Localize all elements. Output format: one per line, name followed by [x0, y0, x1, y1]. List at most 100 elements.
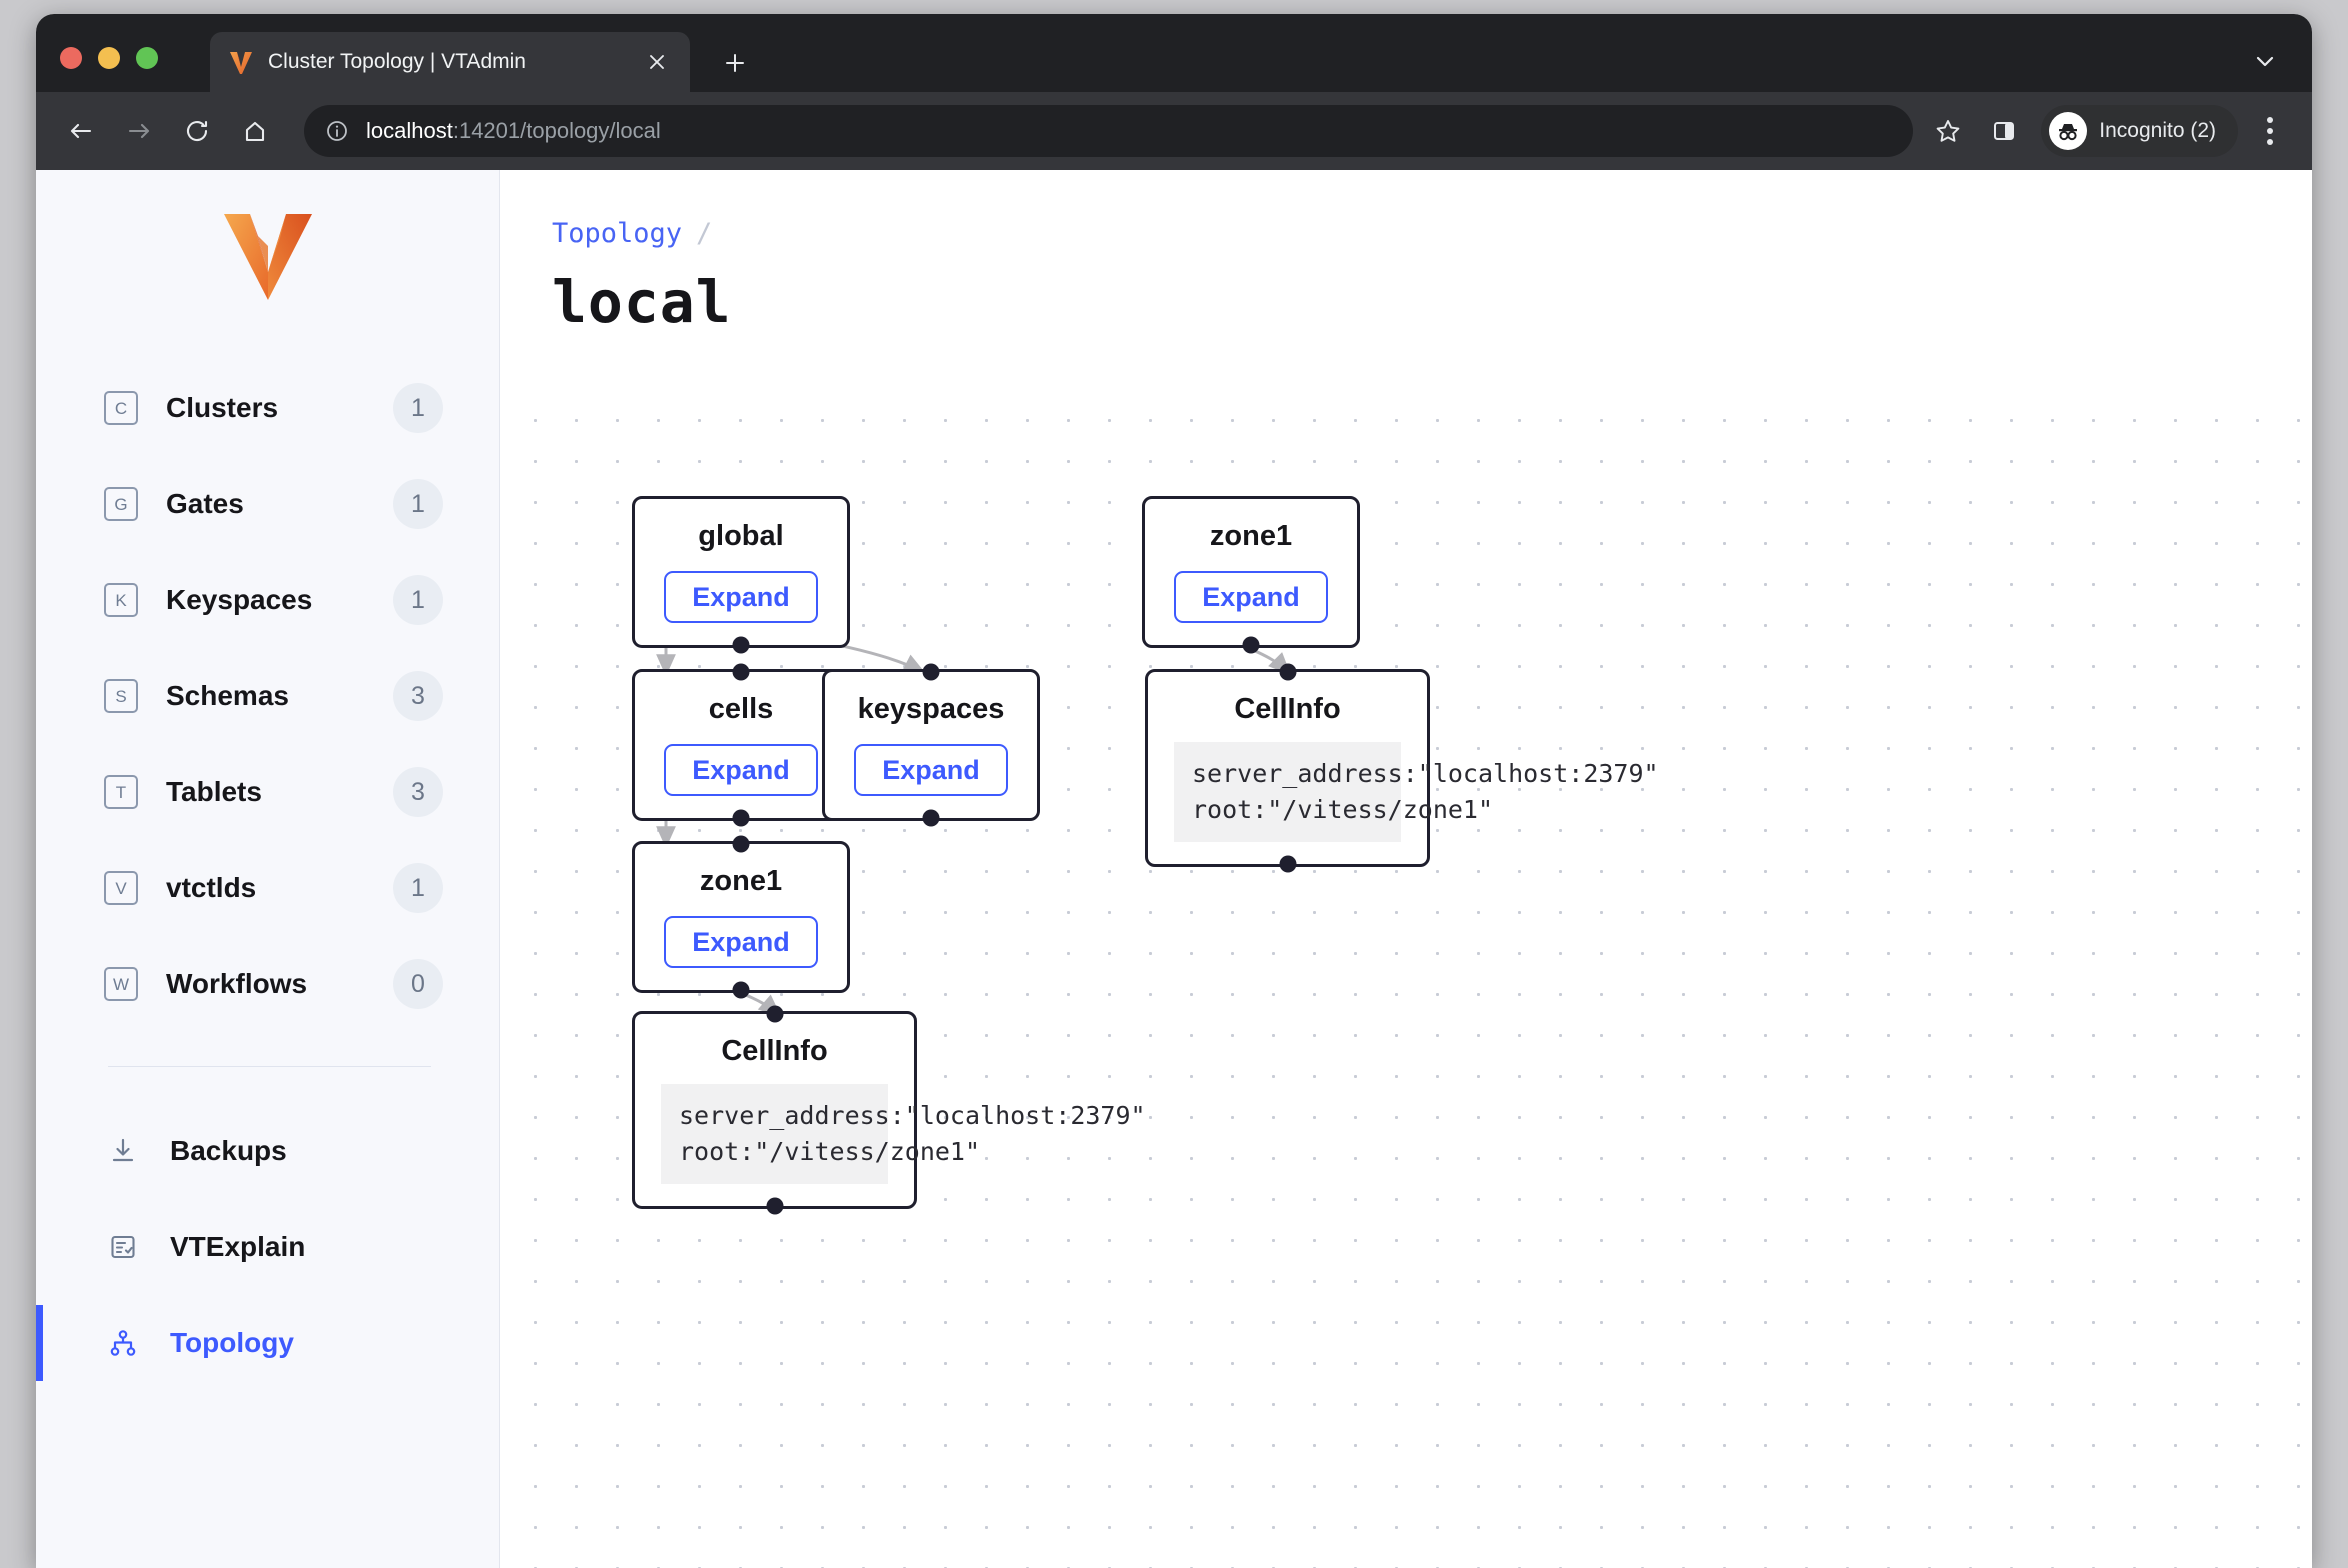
browser-tab-strip: Cluster Topology | VTAdmin: [36, 14, 2312, 92]
sidebar-item-workflows[interactable]: W Workflows 0: [36, 936, 499, 1032]
sidebar-item-topology[interactable]: Topology: [36, 1295, 499, 1391]
kebab-menu-icon[interactable]: [2250, 108, 2290, 154]
expand-button[interactable]: Expand: [664, 915, 818, 969]
star-icon[interactable]: [1925, 108, 1971, 154]
graph-node-global[interactable]: global Expand: [632, 496, 850, 654]
letter-w-icon: W: [104, 967, 138, 1001]
graph-node-code: server_address:"localhost:2379" root:"/v…: [661, 1083, 1146, 1185]
plus-icon[interactable]: [716, 44, 754, 82]
graph-node-title: CellInfo: [1234, 693, 1341, 725]
list-check-icon: [104, 1228, 142, 1266]
sidebar-item-label: Tablets: [166, 776, 262, 807]
graph-node-cellinfo-right[interactable]: CellInfo server_address:"localhost:2379"…: [1145, 663, 1659, 873]
graph-node-title: keyspaces: [857, 693, 1005, 725]
node-handle-top[interactable]: [732, 835, 750, 853]
kebab-dot: [2267, 128, 2273, 134]
vitess-v-icon: [226, 47, 256, 77]
graph-node-title: global: [698, 520, 784, 552]
node-handle-bottom[interactable]: [732, 809, 750, 827]
graph-node-title: cells: [708, 693, 774, 725]
kebab-dot: [2267, 139, 2273, 145]
letter-g-icon: G: [104, 487, 138, 521]
sidebar-primary-nav: C Clusters 1 G Gates 1 K Keyspaces 1 S S…: [36, 360, 499, 1032]
info-circle-icon[interactable]: [324, 118, 350, 144]
graph-node-cellinfo-bottom[interactable]: CellInfo server_address:"localhost:2379"…: [632, 1005, 1146, 1215]
sidebar-item-label: Gates: [166, 488, 244, 519]
expand-button[interactable]: Expand: [664, 570, 818, 624]
profile-chip[interactable]: Incognito (2): [2041, 105, 2238, 157]
graph-node-zone1-mid[interactable]: zone1 Expand: [632, 835, 850, 999]
url-path: :14201/topology/local: [452, 118, 661, 143]
expand-button[interactable]: Expand: [854, 743, 1008, 797]
expand-button[interactable]: Expand: [664, 743, 818, 797]
node-handle-top[interactable]: [766, 1005, 783, 1023]
graph-node-title: zone1: [1209, 520, 1293, 552]
graph-node-cells[interactable]: cells Expand: [632, 663, 850, 827]
address-bar[interactable]: localhost:14201/topology/local: [304, 105, 1914, 157]
close-icon[interactable]: [640, 45, 674, 79]
letter-v-icon: V: [104, 871, 138, 905]
main-content: Topology / local: [500, 170, 2312, 1568]
browser-tab-title: Cluster Topology | VTAdmin: [268, 50, 526, 73]
node-handle-bottom[interactable]: [732, 636, 750, 654]
sidebar-item-label: Clusters: [166, 392, 279, 423]
sidebar-item-vtexplain[interactable]: VTExplain: [36, 1199, 499, 1295]
window-close-button[interactable]: [60, 47, 82, 69]
kebab-dot: [2267, 117, 2273, 123]
sidebar-item-clusters[interactable]: C Clusters 1: [36, 360, 499, 456]
home-icon[interactable]: [232, 108, 278, 154]
topology-graph-canvas[interactable]: global Expand zone1 Expand cells Expand: [500, 390, 2312, 1568]
breadcrumb-separator: /: [696, 218, 713, 249]
expand-button[interactable]: Expand: [1174, 570, 1328, 624]
graph-node-keyspaces[interactable]: keyspaces Expand: [822, 663, 1040, 827]
node-handle-bottom[interactable]: [922, 809, 940, 827]
sidebar-item-vtctlds[interactable]: V vtctlds 1: [36, 840, 499, 936]
graph-node-zone1-top[interactable]: zone1 Expand: [1142, 496, 1360, 654]
chevron-down-icon[interactable]: [2248, 44, 2282, 78]
sidebar-item-tablets[interactable]: T Tablets 3: [36, 744, 499, 840]
letter-c-icon: C: [104, 391, 138, 425]
browser-toolbar: localhost:14201/topology/local: [36, 92, 2312, 170]
sidebar-item-label: Keyspaces: [166, 584, 313, 615]
graph-node-title: zone1: [699, 865, 783, 897]
sidebar-item-keyspaces[interactable]: K Keyspaces 1: [36, 552, 499, 648]
node-handle-top[interactable]: [732, 663, 750, 681]
browser-window: Cluster Topology | VTAdmin: [36, 14, 2312, 1568]
vitess-logo-icon[interactable]: [36, 204, 499, 308]
node-handle-bottom[interactable]: [1242, 636, 1260, 654]
node-handle-top[interactable]: [1279, 663, 1296, 681]
node-handle-bottom[interactable]: [766, 1197, 783, 1215]
sidebar-item-badge: 3: [393, 671, 443, 721]
sidebar-item-label: Schemas: [166, 680, 289, 711]
sidebar-item-schemas[interactable]: S Schemas 3: [36, 648, 499, 744]
graph-node-title: CellInfo: [721, 1035, 828, 1067]
sidebar-divider: [108, 1066, 431, 1067]
sidebar-item-label: VTExplain: [170, 1231, 306, 1262]
node-handle-bottom[interactable]: [1279, 855, 1296, 873]
sidebar: C Clusters 1 G Gates 1 K Keyspaces 1 S S…: [36, 170, 500, 1568]
side-panel-icon[interactable]: [1981, 108, 2027, 154]
sidebar-item-badge: 1: [393, 575, 443, 625]
reload-icon[interactable]: [174, 108, 220, 154]
node-handle-top[interactable]: [922, 663, 940, 681]
breadcrumb-link-topology[interactable]: Topology: [552, 218, 683, 249]
window-minimize-button[interactable]: [98, 47, 120, 69]
node-handle-bottom[interactable]: [732, 981, 750, 999]
sidebar-item-gates[interactable]: G Gates 1: [36, 456, 499, 552]
sidebar-item-badge: 0: [393, 959, 443, 1009]
letter-s-icon: S: [104, 679, 138, 713]
address-bar-url: localhost:14201/topology/local: [366, 118, 661, 144]
page-title: local: [552, 268, 732, 336]
sidebar-item-badge: 1: [393, 479, 443, 529]
window-maximize-button[interactable]: [136, 47, 158, 69]
sidebar-secondary-nav: Backups VTExplain: [36, 1103, 499, 1391]
sidebar-item-backups[interactable]: Backups: [36, 1103, 499, 1199]
sidebar-item-label: vtctlds: [166, 872, 257, 903]
breadcrumb: Topology /: [552, 218, 712, 249]
sidebar-item-badge: 1: [393, 383, 443, 433]
graph-node-code: server_address:"localhost:2379" root:"/v…: [1174, 741, 1659, 843]
back-arrow-icon[interactable]: [58, 108, 104, 154]
browser-tab[interactable]: Cluster Topology | VTAdmin: [210, 32, 690, 92]
incognito-avatar-icon: [2049, 112, 2088, 150]
forward-arrow-icon[interactable]: [116, 108, 162, 154]
